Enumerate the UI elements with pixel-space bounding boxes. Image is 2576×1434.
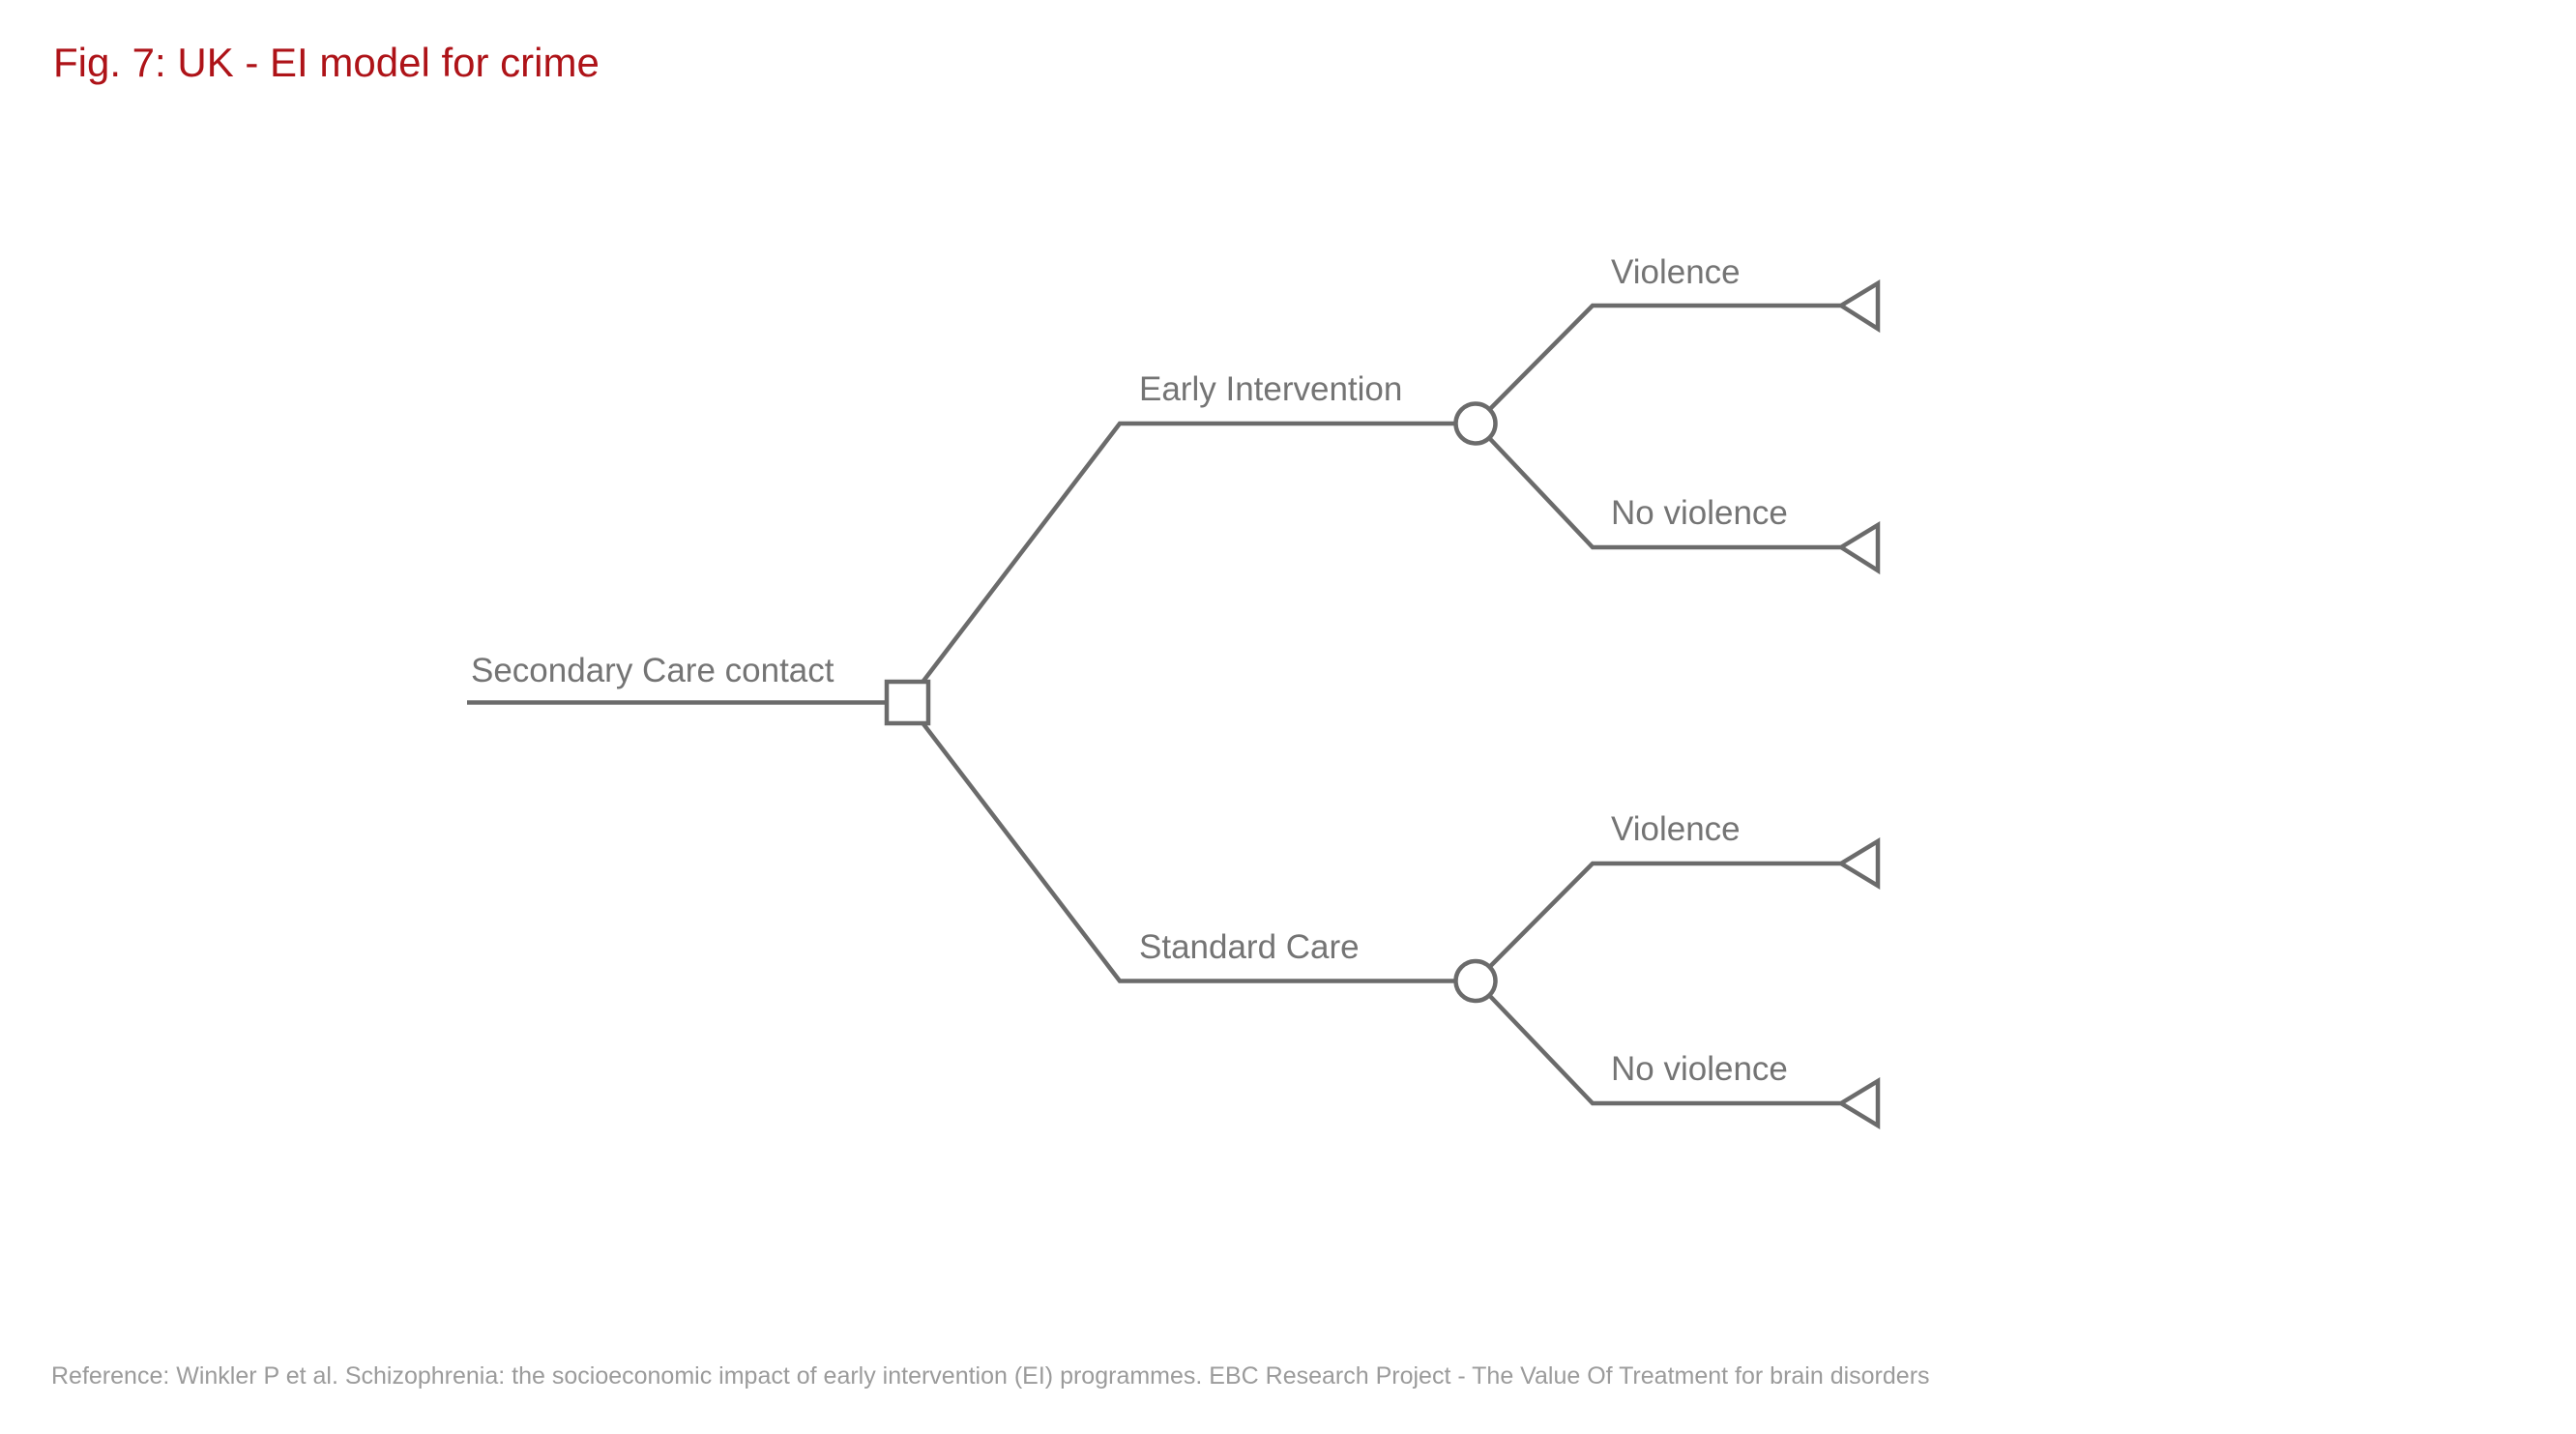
sc-no-violence-label: No violence [1611, 1050, 1788, 1088]
terminal-node-ei-no-violence-icon [1836, 521, 1881, 575]
terminal-node-sc-no-violence-icon [1836, 1077, 1881, 1129]
chance-node-circle-bottom-icon [1453, 958, 1498, 1004]
standard-care-branch-line [913, 711, 1476, 983]
reference-text: Reference: Winkler P et al. Schizophreni… [51, 1362, 1930, 1390]
standard-care-label: Standard Care [1139, 928, 1360, 966]
early-intervention-branch-line [913, 421, 1476, 694]
sc-violence-branch-line [1474, 861, 1841, 983]
sc-violence-label: Violence [1611, 810, 1741, 848]
ei-no-violence-label: No violence [1611, 494, 1788, 532]
chance-node-circle-top-icon [1453, 401, 1498, 446]
ei-violence-label: Violence [1611, 253, 1741, 291]
terminal-node-ei-violence-icon [1836, 279, 1881, 334]
terminal-node-sc-violence-icon [1836, 837, 1881, 890]
decision-node-square-icon [884, 679, 931, 726]
figure-title: Fig. 7: UK - EI model for crime [53, 40, 600, 85]
sc-no-violence-branch-line [1474, 979, 1841, 1106]
ei-violence-branch-line [1474, 303, 1841, 425]
ei-no-violence-branch-line [1474, 422, 1841, 550]
early-intervention-label: Early Intervention [1139, 370, 1402, 408]
root-label: Secondary Care contact [471, 652, 834, 689]
